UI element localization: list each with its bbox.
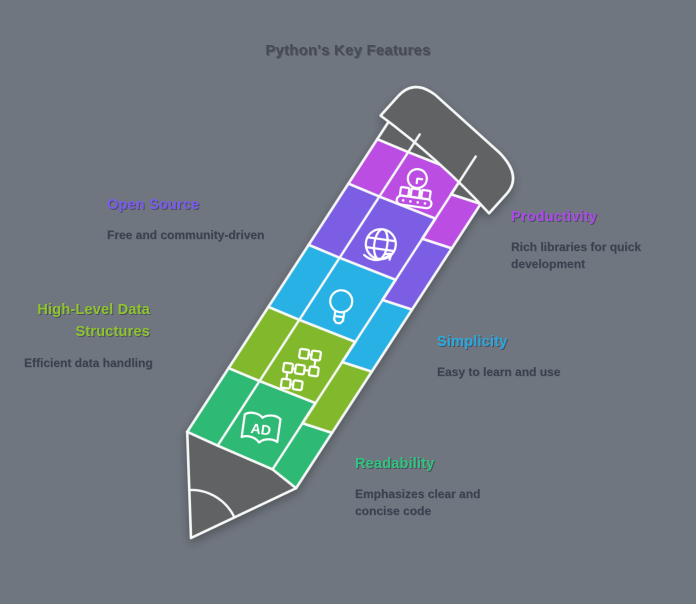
feature-high-level-label: High-Level Data Structures bbox=[37, 302, 150, 340]
feature-productivity-description: Rich libraries for quick development bbox=[511, 240, 642, 271]
pencil-facet-line bbox=[271, 155, 477, 471]
feature-high-level-description: Efficient data handling bbox=[24, 356, 153, 370]
feature-readability-label: Readability bbox=[355, 456, 435, 472]
feature-simplicity: Simplicity Easy to learn and use bbox=[437, 334, 607, 381]
feature-open-source: Open Source Free and community-driven bbox=[107, 197, 297, 244]
clock-conveyor-icon bbox=[395, 168, 433, 210]
feature-open-source-description: Free and community-driven bbox=[107, 228, 265, 242]
feature-high-level-data-structures: High-Level Data Structures Efficient dat… bbox=[24, 299, 153, 372]
feature-productivity-label: Productivity bbox=[511, 209, 598, 225]
feature-productivity: Productivity Rich libraries for quick de… bbox=[511, 209, 671, 272]
feature-readability: Readability Emphasizes clear and concise… bbox=[355, 456, 491, 519]
feature-readability-description: Emphasizes clear and concise code bbox=[355, 487, 481, 518]
page-title: Python's Key Features bbox=[265, 42, 431, 59]
pencil-facet-line bbox=[216, 133, 421, 447]
feature-simplicity-description: Easy to learn and use bbox=[437, 365, 561, 379]
globe-arrow-icon bbox=[363, 228, 397, 262]
lightbulb-icon bbox=[329, 289, 354, 325]
flowchart-icon bbox=[279, 347, 322, 392]
book-icon: AD bbox=[240, 411, 282, 444]
book-icon-text: AD bbox=[250, 420, 272, 439]
eraser-cap bbox=[379, 85, 515, 215]
feature-simplicity-label: Simplicity bbox=[437, 334, 508, 350]
pencil-tip-arc bbox=[188, 488, 236, 519]
feature-open-source-label: Open Source bbox=[107, 197, 200, 213]
